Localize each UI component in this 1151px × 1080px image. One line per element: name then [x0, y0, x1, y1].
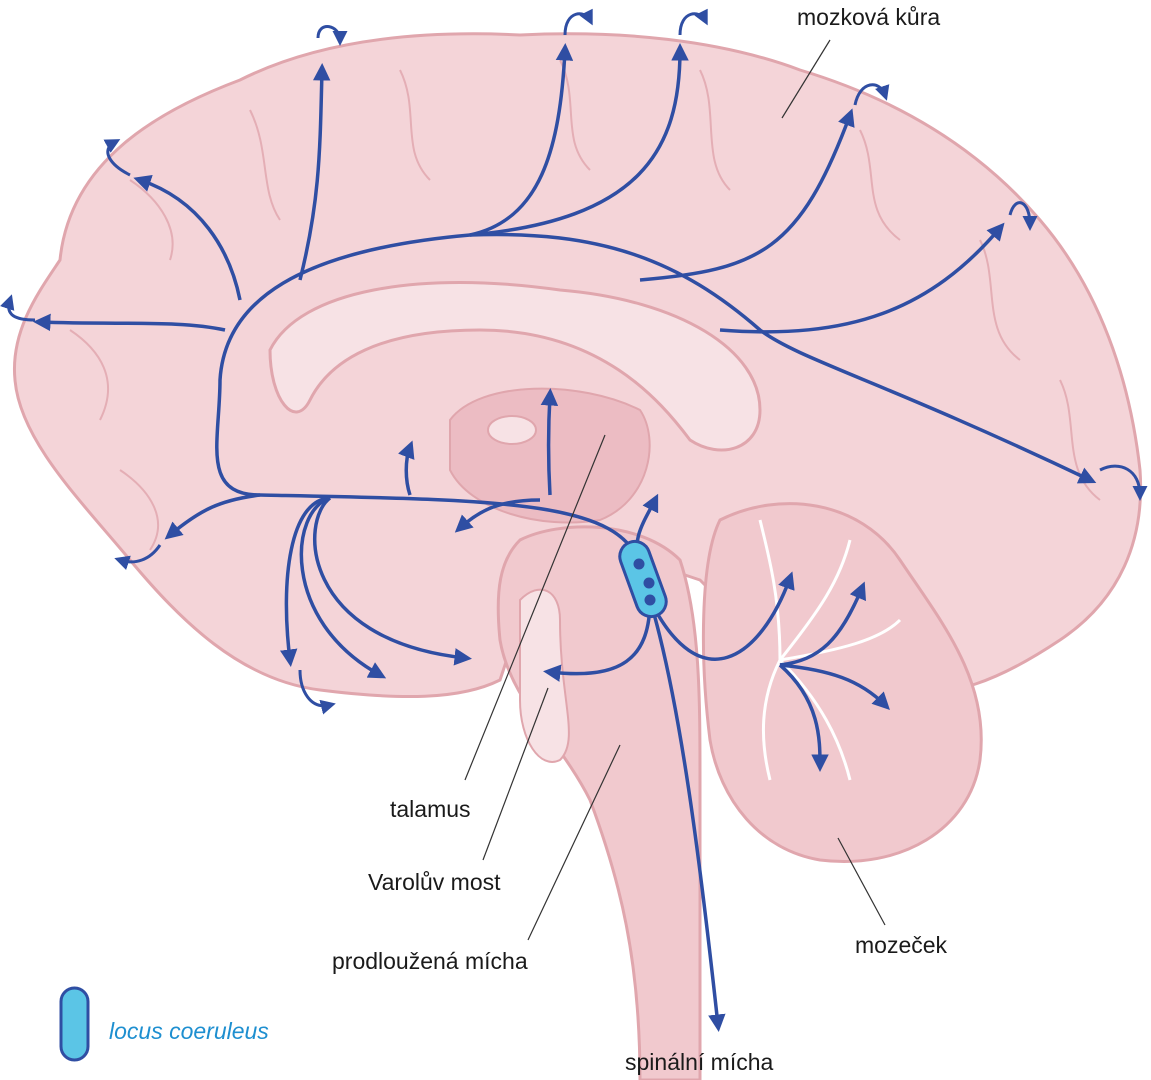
label-cortex: mozková kůra — [797, 4, 941, 30]
legend-locus-icon — [59, 986, 90, 1062]
legend-locus-label: locus coeruleus — [109, 1018, 269, 1044]
noradrenergic-pathways — [33, 43, 1097, 1032]
label-cerebellum: mozeček — [855, 932, 948, 958]
leader-lines — [464, 39, 886, 941]
label-pons: Varolův most — [368, 869, 501, 895]
corpus-callosum — [268, 281, 762, 452]
pathway-tips — [0, 8, 1148, 715]
gyri-lines — [69, 59, 1101, 551]
label-spinal-cord: spinální mícha — [625, 1049, 774, 1075]
thalamus-oval — [487, 415, 537, 445]
label-medulla: prodloužená mícha — [332, 948, 528, 974]
cerebellum — [701, 502, 983, 863]
label-thalamus: talamus — [390, 796, 471, 822]
locus-coeruleus — [618, 539, 668, 619]
arbor-vitae — [758, 519, 902, 781]
